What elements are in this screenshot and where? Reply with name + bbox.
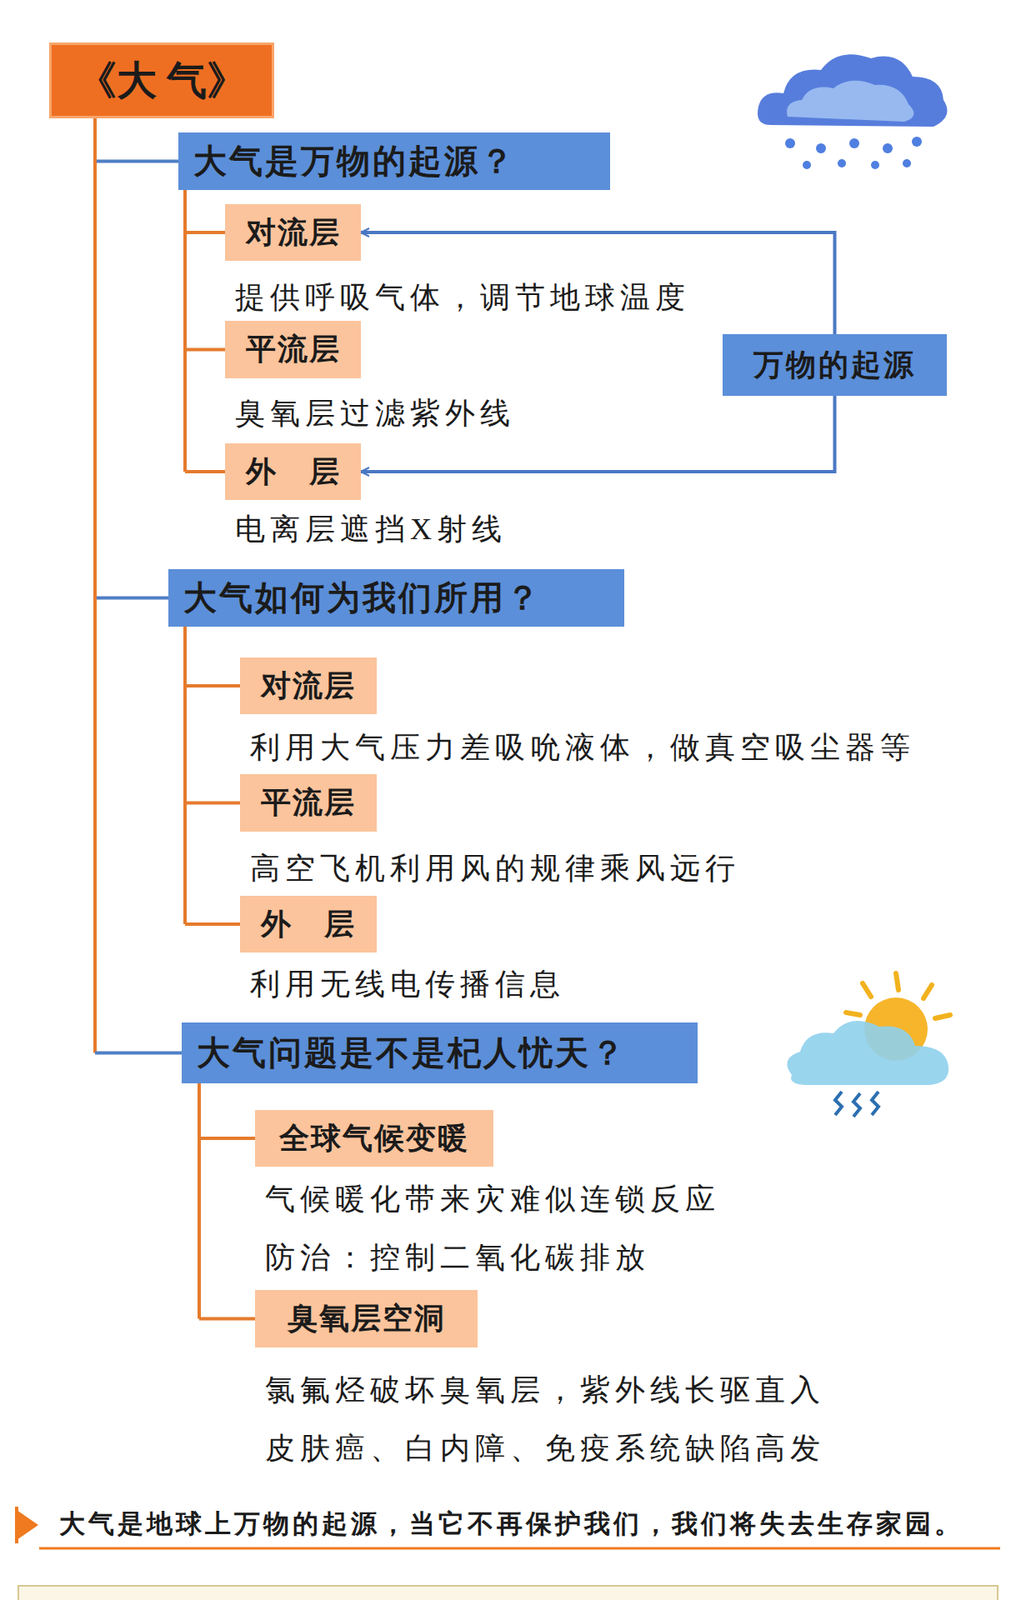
section-heading: 大气如何为我们所用？ <box>168 569 625 627</box>
tree-trunk <box>93 118 97 1054</box>
tree-branch <box>185 684 241 688</box>
tree-trunk <box>197 1083 201 1320</box>
tree-trunk <box>183 626 187 925</box>
body-text: 电离层遮挡X射线 <box>235 508 507 551</box>
footer-band <box>18 1586 998 1600</box>
body-text: 皮肤癌、白内障、免疫系统缺陷高发 <box>265 1427 826 1470</box>
box-text: 外 层 <box>245 451 341 493</box>
connector <box>199 1083 256 1320</box>
body-text: 利用无线电传播信息 <box>250 963 566 1006</box>
connector <box>95 118 169 599</box>
layer-box: 平流层 <box>225 320 361 379</box>
connector <box>185 190 226 472</box>
tree-branch <box>199 1317 256 1322</box>
sun-cloud <box>786 973 951 1117</box>
section-heading: 大气问题是不是杞人忧天？ <box>181 1022 698 1084</box>
section-heading: 大气是万物的起源？ <box>178 132 611 191</box>
box-text: 大气如何为我们所用？ <box>183 575 542 621</box>
topic-box: 全球气候变暖 <box>255 1110 494 1167</box>
summary-box: 万物的起源 <box>722 334 947 396</box>
connector <box>185 190 226 233</box>
box-text: 平流层 <box>245 329 341 371</box>
tree-branch <box>95 160 179 164</box>
body-text: 高空飞机利用风的规律乘风远行 <box>250 847 741 890</box>
layer-box: 外 层 <box>240 895 377 953</box>
tree-branch <box>185 230 226 235</box>
box-text: 《大 气》 <box>76 54 247 108</box>
box-text: 对流层 <box>245 212 341 254</box>
box-text: 臭氧层空洞 <box>287 1298 446 1340</box>
tree-branch <box>95 596 169 601</box>
connector <box>185 626 241 804</box>
tree-branch <box>185 801 241 806</box>
layer-box: 对流层 <box>240 657 377 715</box>
connector <box>95 118 179 162</box>
topic-box: 臭氧层空洞 <box>255 1290 478 1348</box>
tree-branch <box>199 1136 256 1141</box>
layer-box: 平流层 <box>240 774 377 832</box>
body-text: 氯氟烃破坏臭氧层，紫外线长驱直入 <box>265 1369 826 1412</box>
connector <box>185 626 241 925</box>
layer-box: 外 层 <box>225 443 361 501</box>
box-text: 大气问题是不是杞人忧天？ <box>196 1030 627 1077</box>
body-text: 气候暖化带来灾难似连锁反应 <box>265 1178 721 1221</box>
body-text: 提供呼吸气体，调节地球温度 <box>235 276 691 319</box>
body-text: 防治：控制二氧化碳排放 <box>265 1236 651 1279</box>
box-text: 大气是万物的起源？ <box>193 138 516 185</box>
tree-branch <box>95 1051 182 1056</box>
tree-branch <box>185 470 226 474</box>
tree-trunk <box>183 190 187 472</box>
layer-box: 对流层 <box>225 204 361 261</box>
body-text: 臭氧层过滤紫外线 <box>235 392 516 435</box>
body-text: 利用大气压力差吸吮液体，做真空吸尘器等 <box>250 726 916 769</box>
box-text: 全球气候变暖 <box>279 1118 470 1160</box>
title-box: 《大 气》 <box>49 42 275 119</box>
box-text: 万物的起源 <box>753 345 916 386</box>
connector <box>185 190 226 351</box>
summary-note: 大气是地球上万物的起源，当它不再保护我们，我们将失去生存家园。 <box>59 1503 964 1546</box>
connector <box>185 626 241 686</box>
tree-branch <box>185 348 226 352</box>
snow-cloud <box>757 54 947 170</box>
tree-branch <box>185 922 241 926</box>
box-text: 平流层 <box>260 782 356 824</box>
box-text: 对流层 <box>260 665 356 707</box>
box-text: 外 层 <box>260 904 356 946</box>
connector <box>199 1083 256 1139</box>
